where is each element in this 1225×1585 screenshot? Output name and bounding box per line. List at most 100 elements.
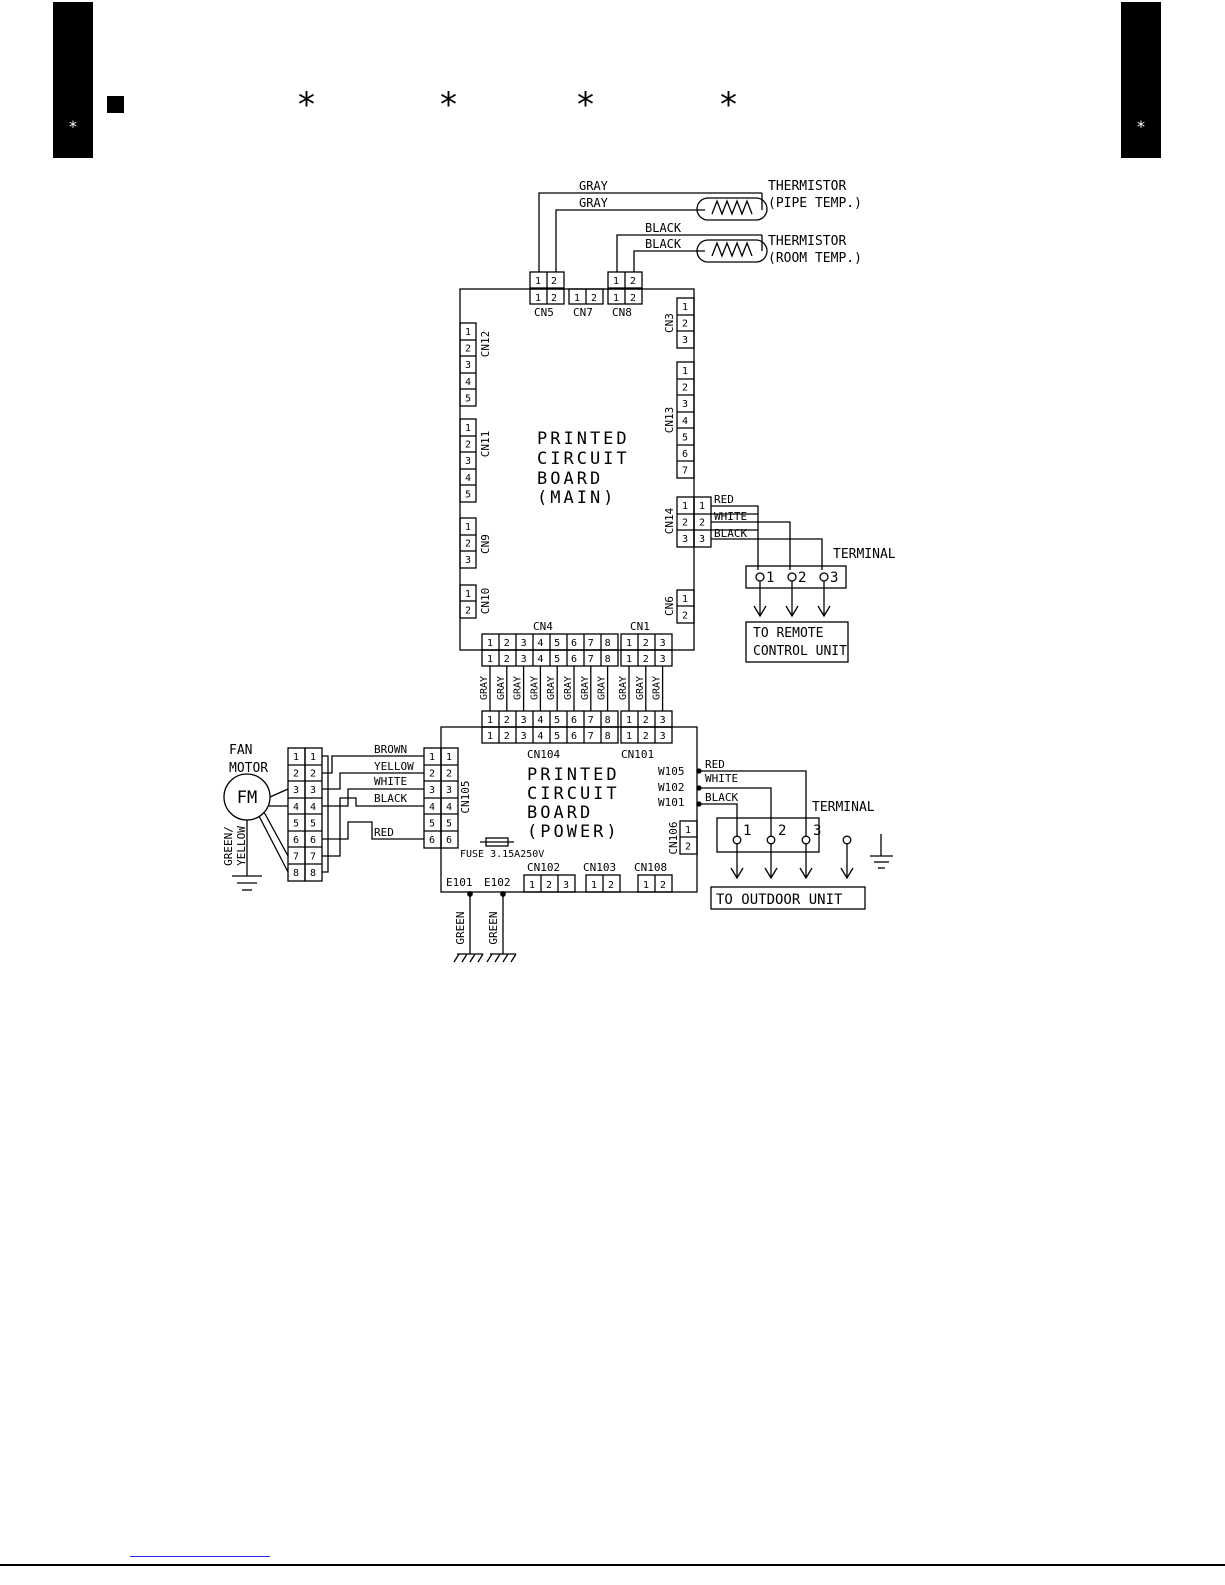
connector-label: CN101 <box>621 748 654 761</box>
pin-number: 2 <box>429 769 435 780</box>
pin-number: 3 <box>521 654 527 665</box>
connector-label: CN5 <box>534 306 554 319</box>
power-board-title: (POWER) <box>527 822 620 842</box>
pin-number: 6 <box>446 835 452 846</box>
thermistor-pipe-label: THERMISTOR <box>768 179 846 194</box>
wire-label: WHITE <box>714 510 747 523</box>
pin-number: 4 <box>537 638 543 649</box>
fan-motor-label: FAN <box>229 743 252 758</box>
pin-number: 4 <box>537 715 543 726</box>
main-board-title: CIRCUIT <box>537 449 630 469</box>
connector-label: CN104 <box>527 748 560 761</box>
terminal-label: TERMINAL <box>812 800 875 815</box>
pin-number: 2 <box>608 880 614 891</box>
terminal-pin: 1 <box>766 570 774 586</box>
main-board-title: PRINTED <box>537 429 630 449</box>
wire-label: GREEN <box>454 911 467 944</box>
pin-number: 3 <box>310 785 316 796</box>
connector-label: CN7 <box>573 306 593 319</box>
pin-number: 3 <box>660 731 666 742</box>
pin-number: 2 <box>504 731 510 742</box>
pin-number: 5 <box>682 432 688 443</box>
pin-number: 1 <box>487 731 493 742</box>
wire-label: RED <box>374 826 394 839</box>
wire-label: GRAY <box>579 196 609 210</box>
remote-box-label: CONTROL UNIT <box>753 644 847 659</box>
harness-wire-label: GRAY <box>513 676 524 700</box>
pin-number: 2 <box>293 769 299 780</box>
pin-number: 7 <box>310 852 316 863</box>
terminal-pin: 2 <box>798 570 806 586</box>
connector-label: CN13 <box>663 407 676 434</box>
pin-number: 6 <box>429 835 435 846</box>
pin-number: 3 <box>660 715 666 726</box>
pin-number: 2 <box>660 880 666 891</box>
wire-label: WHITE <box>705 772 738 785</box>
pin-number: 2 <box>504 638 510 649</box>
pin-number: 8 <box>605 654 611 665</box>
pin-number: 1 <box>293 752 299 763</box>
pin-number: 1 <box>626 638 632 649</box>
fan-motor-label: MOTOR <box>229 761 268 776</box>
pin-number: 4 <box>310 802 316 813</box>
terminal-pin: 1 <box>743 823 751 839</box>
pin-number: 4 <box>465 377 471 388</box>
pin-number: 8 <box>293 868 299 879</box>
fan-motor-symbol: FM <box>237 788 257 808</box>
pin-number: 1 <box>574 293 580 304</box>
pin-number: 5 <box>446 818 452 829</box>
pin-number: 3 <box>682 534 688 545</box>
wire-label: BROWN <box>374 743 407 756</box>
connector-label: W105 <box>658 765 685 778</box>
pin-number: 1 <box>643 880 649 891</box>
main-board-title: (MAIN) <box>537 488 616 508</box>
pin-number: 2 <box>446 769 452 780</box>
pin-number: 5 <box>465 393 471 404</box>
pin-number: 3 <box>465 360 471 371</box>
pin-number: 3 <box>465 456 471 467</box>
pin-number: 1 <box>465 423 471 434</box>
wire-label: RED <box>705 758 725 771</box>
pin-number: 1 <box>529 880 535 891</box>
connector-label: CN12 <box>479 331 492 358</box>
pin-number: 2 <box>504 654 510 665</box>
model-asterisk: * <box>720 85 737 125</box>
pin-number: 5 <box>554 654 560 665</box>
wire-label: GRAY <box>579 179 609 193</box>
pin-number: 1 <box>626 715 632 726</box>
pin-number: 2 <box>465 606 471 617</box>
pin-number: 7 <box>588 715 594 726</box>
section-tab-right: * <box>1121 2 1161 158</box>
pin-number: 2 <box>551 293 557 304</box>
pin-number: 1 <box>429 752 435 763</box>
pin-number: 4 <box>537 731 543 742</box>
pin-number: 1 <box>487 654 493 665</box>
pin-number: 3 <box>682 399 688 410</box>
wire-label: BLACK <box>714 527 747 540</box>
pin-number: 3 <box>465 555 471 566</box>
pin-number: 1 <box>682 366 688 377</box>
thermistor-pipe-sub: (PIPE TEMP.) <box>768 196 862 211</box>
wire-label: RED <box>714 493 734 506</box>
harness-wire-label: GRAY <box>496 676 507 700</box>
pin-number: 1 <box>613 293 619 304</box>
pin-number: 2 <box>643 654 649 665</box>
pin-number: 1 <box>591 880 597 891</box>
pin-number: 3 <box>660 654 666 665</box>
pin-number: 7 <box>588 731 594 742</box>
connector-label: CN8 <box>612 306 632 319</box>
pin-number: 2 <box>682 383 688 394</box>
pin-number: 8 <box>605 638 611 649</box>
pin-number: 2 <box>465 539 471 550</box>
model-asterisk: * <box>298 85 315 125</box>
connector-label: W102 <box>658 781 685 794</box>
tab-marker: * <box>69 117 77 136</box>
connector-label: CN105 <box>459 780 472 813</box>
pin-number: 6 <box>571 715 577 726</box>
pin-number: 4 <box>446 802 452 813</box>
footer-rule <box>0 1564 1225 1566</box>
pin-number: 1 <box>310 752 316 763</box>
pin-number: 3 <box>699 534 705 545</box>
pin-number: 2 <box>310 769 316 780</box>
pin-number: 1 <box>487 638 493 649</box>
